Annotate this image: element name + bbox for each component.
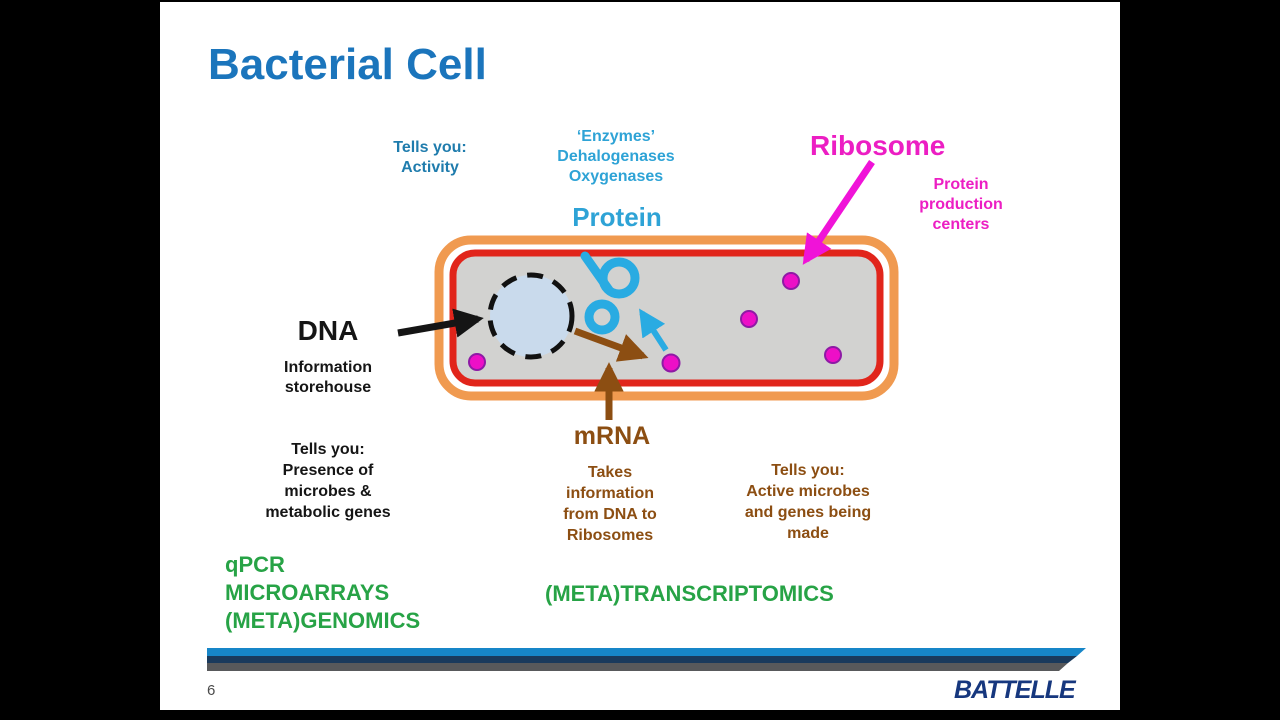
mrna-tells-line-2: Active microbes <box>746 483 870 500</box>
page-number: 6 <box>207 682 216 699</box>
mrna-desc-line-2: information <box>566 485 654 502</box>
dna-tells-line-2: Presence of <box>282 462 374 479</box>
mrna-desc-line-3: from DNA to <box>563 506 657 523</box>
protein-label: Protein <box>572 202 662 232</box>
dna-method-metagenomics: (META)GENOMICS <box>225 608 421 633</box>
enzymes-label: ‘Enzymes’ Dehalogenases Oxygenases <box>526 127 706 187</box>
mrna-tells-you-label: Tells you: Active microbes and genes bei… <box>718 460 898 544</box>
protein-production-line-3: centers <box>932 216 990 233</box>
mrna-desc-line-4: Ribosomes <box>566 527 654 544</box>
dna-tells-line-4: metabolic genes <box>265 504 391 521</box>
dna-method-qpcr: qPCR <box>225 552 285 577</box>
mrna-label: mRNA <box>573 422 651 450</box>
dna-description: Information storehouse <box>238 358 418 398</box>
rna-method-metatranscriptomics: (META)TRANSCRIPTOMICS <box>545 581 834 606</box>
mrna-tells-line-1: Tells you: <box>771 462 845 479</box>
ribosome-label: Ribosome <box>810 130 946 161</box>
mrna-desc-line-1: Takes <box>587 464 633 481</box>
dna-method-microarrays: MICROARRAYS <box>225 580 390 605</box>
dna-tells-line-1: Tells you: <box>291 441 365 458</box>
protein-production-line-1: Protein <box>933 176 989 193</box>
dna-methods-list: qPCR MICROARRAYS (META)GENOMICS <box>225 551 420 635</box>
enzymes-line-1: ‘Enzymes’ <box>576 128 656 145</box>
dna-tells-line-3: microbes & <box>284 483 372 500</box>
activity-line-1: Tells you: <box>393 139 467 156</box>
activity-line-2: Activity <box>401 159 459 176</box>
mrna-tells-line-4: made <box>787 525 829 542</box>
mrna-tells-line-3: and genes being <box>744 504 872 521</box>
dna-desc-line-2: storehouse <box>284 379 372 396</box>
protein-production-label: Protein production centers <box>881 175 1041 235</box>
activity-tells-you-label: Tells you: Activity <box>365 138 495 178</box>
slide-title: Bacterial Cell <box>208 40 487 89</box>
dna-label: DNA <box>297 315 359 346</box>
enzymes-line-3: Oxygenases <box>568 168 664 185</box>
dna-desc-line-1: Information <box>284 359 372 376</box>
mrna-description: Takes information from DNA to Ribosomes <box>530 462 690 546</box>
protein-production-line-2: production <box>919 196 1003 213</box>
battelle-logo: BATTELLE <box>954 676 1076 704</box>
enzymes-line-2: Dehalogenases <box>557 148 675 165</box>
dna-tells-you-label: Tells you: Presence of microbes & metabo… <box>228 439 428 523</box>
